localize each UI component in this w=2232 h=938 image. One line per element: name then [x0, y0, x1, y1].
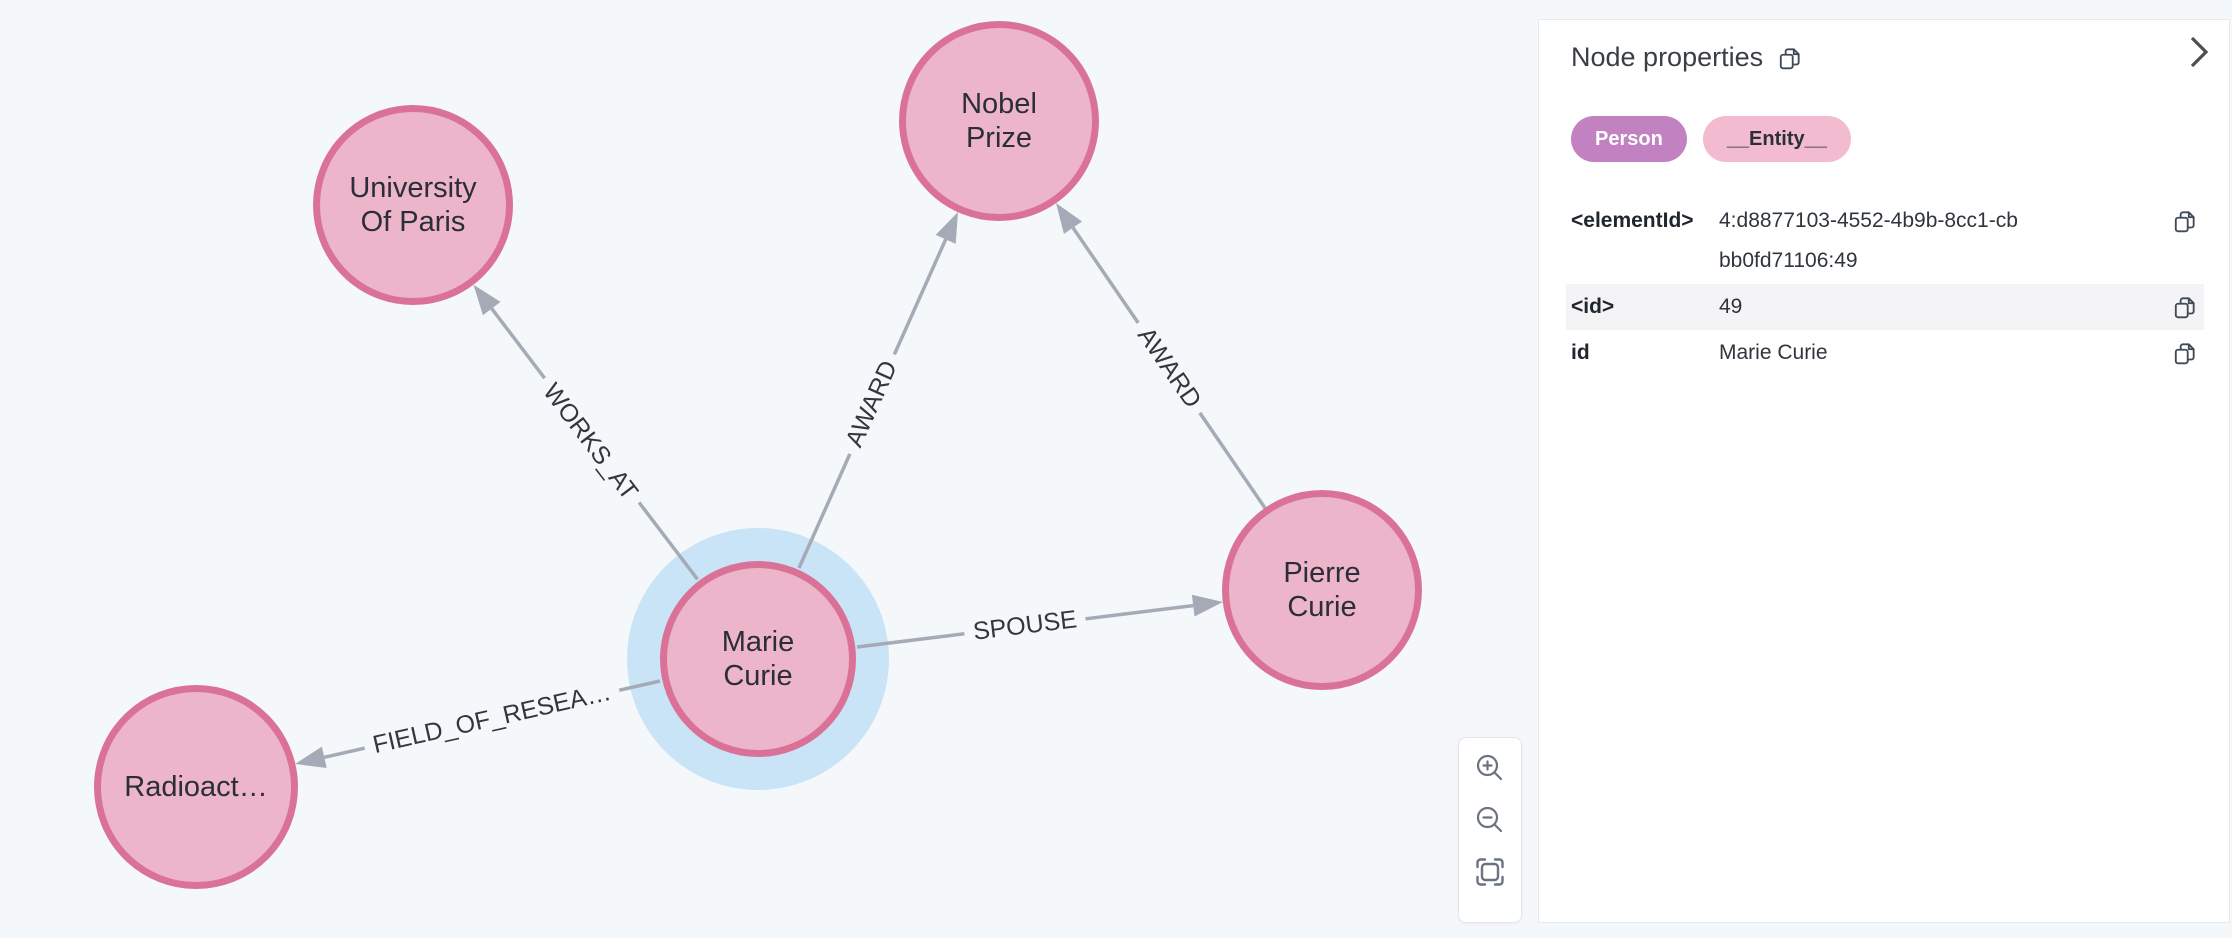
graph-node-nobel-prize[interactable]: Nobel Prize	[899, 21, 1099, 221]
property-key: <elementId>	[1571, 209, 1694, 232]
zoom-in-button[interactable]	[1470, 748, 1510, 788]
copy-icon	[2174, 297, 2195, 319]
arrowhead	[1056, 203, 1083, 234]
property-row-element-id: <elementId> 4:d8877103-4552-4b9b-8cc1-cb…	[1566, 198, 2204, 284]
node-caption: Nobel Prize	[961, 88, 1037, 154]
graph-node-marie-curie[interactable]: Marie Curie	[660, 561, 856, 757]
property-value: 4:d8877103-4552-4b9b-8cc1-cbbb0fd71106:4…	[1719, 209, 2018, 272]
node-caption: University Of Paris	[349, 172, 477, 238]
copy-value-button[interactable]	[2172, 208, 2198, 234]
arrowhead	[295, 746, 327, 768]
property-value: 49	[1719, 295, 1743, 318]
arrowhead	[935, 212, 958, 244]
copy-icon	[2174, 343, 2195, 365]
node-caption: Marie Curie	[721, 626, 795, 692]
zoom-controls	[1458, 737, 1522, 923]
zoom-out-button[interactable]	[1470, 800, 1510, 840]
copy-all-properties-button[interactable]	[1777, 45, 1803, 71]
zoom-in-icon	[1476, 754, 1503, 781]
copy-value-button[interactable]	[2172, 340, 2198, 366]
fit-to-screen-button[interactable]	[1470, 852, 1510, 892]
property-key: id	[1571, 341, 1590, 364]
graph-node-university-of-paris[interactable]: University Of Paris	[313, 105, 513, 305]
node-properties-panel: Node properties Person __Entity__ <eleme…	[1538, 19, 2230, 923]
arrowhead	[1191, 594, 1223, 617]
node-caption: Radioact…	[124, 771, 268, 803]
copy-icon	[1779, 47, 1800, 69]
chevron-right-icon	[2190, 36, 2209, 68]
copy-value-button[interactable]	[2172, 294, 2198, 320]
property-row-id-internal: <id> 49	[1566, 284, 2204, 330]
panel-title: Node properties	[1571, 42, 1764, 72]
graph-node-pierre-curie[interactable]: Pierre Curie	[1222, 490, 1422, 690]
node-label-badge-entity[interactable]: __Entity__	[1702, 116, 1851, 162]
zoom-out-icon	[1476, 806, 1503, 833]
node-caption: Pierre Curie	[1283, 557, 1361, 623]
graph-node-radioactivity[interactable]: Radioact…	[94, 685, 298, 889]
node-label-badges: Person __Entity__	[1571, 116, 1851, 162]
property-key: <id>	[1571, 295, 1615, 318]
copy-icon	[2174, 211, 2195, 233]
property-value: Marie Curie	[1719, 341, 1828, 364]
collapse-panel-button[interactable]	[2181, 32, 2215, 72]
fit-to-screen-icon	[1476, 858, 1504, 886]
properties-table: <elementId> 4:d8877103-4552-4b9b-8cc1-cb…	[1566, 198, 2204, 376]
arrowhead	[473, 284, 501, 316]
property-row-id: id Marie Curie	[1566, 330, 2204, 376]
node-label-badge-person[interactable]: Person	[1571, 116, 1687, 162]
